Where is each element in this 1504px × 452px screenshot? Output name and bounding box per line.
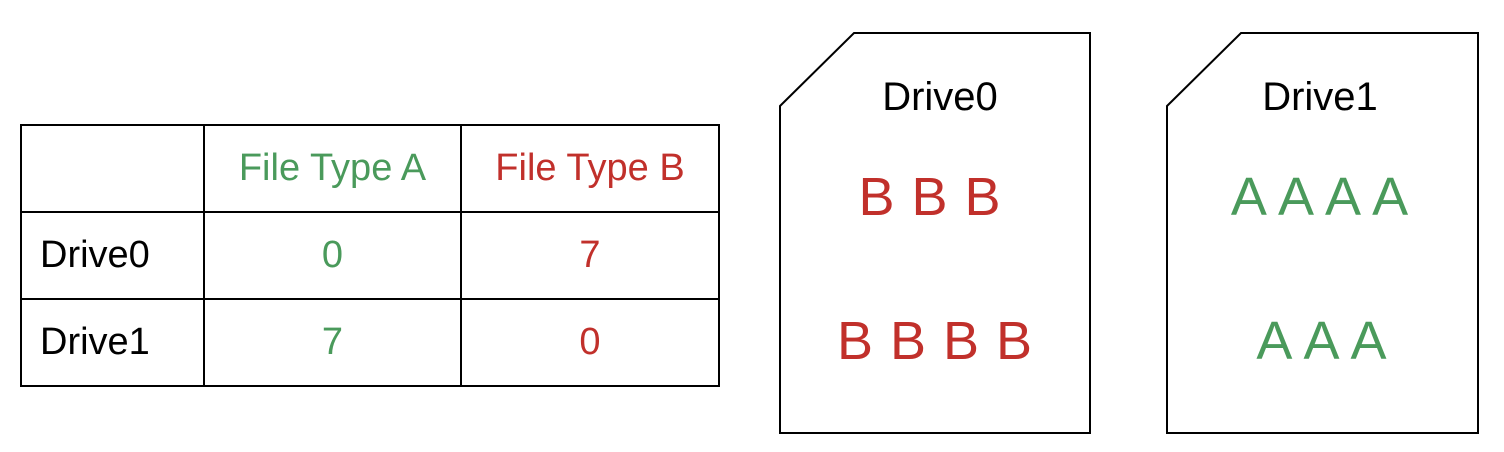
header-empty-cell (20, 124, 205, 213)
header-file-type-b: File Type B (460, 124, 720, 213)
header-file-type-a: File Type A (203, 124, 462, 213)
cell-drive0-type-a: 0 (203, 211, 462, 300)
drive1-file-row-2: A A A (1256, 311, 1388, 371)
row-label-drive1: Drive1 (20, 298, 205, 387)
drive1-card-outline (1166, 32, 1479, 434)
cell-drive0-type-b: 7 (460, 211, 720, 300)
cell-drive1-type-b: 0 (460, 298, 720, 387)
drive1-file-row-1: A A A A (1230, 167, 1410, 227)
distribution-table: File Type A File Type B Drive0 0 7 Drive… (20, 124, 720, 387)
drive0-title: Drive0 (882, 75, 998, 119)
table-header-row: File Type A File Type B (20, 124, 720, 213)
row-label-drive0: Drive0 (20, 211, 205, 300)
drive1-title: Drive1 (1262, 75, 1378, 119)
table-row: Drive1 7 0 (20, 298, 720, 387)
drive0-card-outline (779, 32, 1091, 434)
drive0-file-row-2: B B B B (836, 311, 1034, 371)
cell-drive1-type-a: 7 (203, 298, 462, 387)
table-row: Drive0 0 7 (20, 211, 720, 300)
drive0-file-row-1: B B B (858, 167, 1002, 227)
